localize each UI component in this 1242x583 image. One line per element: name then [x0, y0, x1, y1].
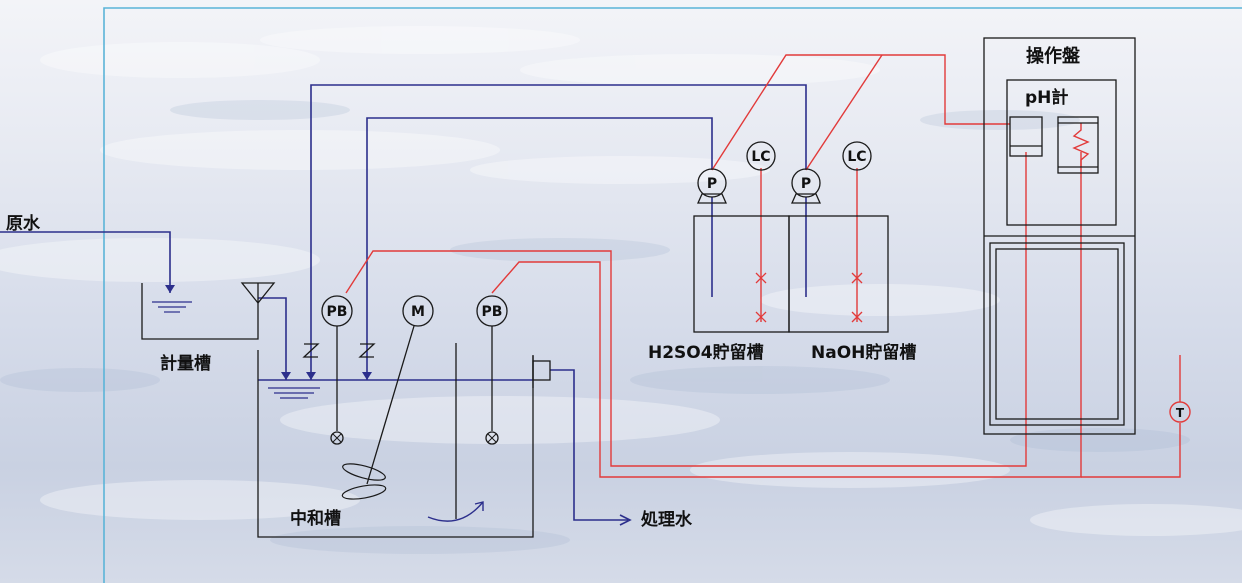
control-panel-upper: [1006, 79, 1117, 226]
agitator-shaft: [366, 325, 415, 485]
naoh-storage-tank: [788, 215, 889, 333]
ph-electrode-icon: [485, 431, 499, 445]
control-panel-label: 操作盤: [1026, 46, 1080, 67]
h2so4-storage-tank: [693, 215, 790, 333]
level-controller-2-icon: [842, 141, 872, 171]
recorder-unit: [1057, 116, 1099, 174]
temperature-sensor-icon: [1169, 401, 1191, 423]
ph-probe-2-symbol: PB: [482, 304, 503, 320]
h2so4-dosing-line: [366, 117, 713, 380]
rotation-arrowhead: [474, 501, 484, 511]
ph-meter-unit: [1009, 116, 1043, 157]
control-panel-door: [989, 242, 1125, 426]
ph-electrode-cross: [332, 433, 342, 443]
level-control-2-symbol: LC: [847, 149, 866, 165]
pump-icon: [696, 168, 728, 204]
check-valve-icon: [302, 343, 320, 358]
ph-probe-1-signal: [345, 152, 1027, 467]
check-valve-icon: [358, 343, 376, 358]
ph-meter-label: pH計: [1025, 88, 1069, 108]
metering-weir-icon: [240, 282, 276, 305]
ph-electrode-icon: [330, 431, 344, 445]
dosing-arrowhead-1: [306, 372, 316, 380]
temperature-sensor-symbol: T: [1176, 406, 1185, 420]
metering-tank-label: 計量槽: [160, 354, 211, 374]
agitator-icon: [341, 463, 387, 500]
level-controller-1-icon: [746, 141, 776, 171]
pump-icon: [790, 168, 822, 204]
h2so4-tank-label: H2SO4貯留槽: [648, 343, 764, 363]
raw-water-line: [0, 231, 171, 293]
treated-water-label: 処理水: [641, 510, 692, 530]
equipment: [141, 37, 1136, 538]
ph-probe-1-symbol: PB: [327, 304, 348, 320]
pump2-signal: [805, 54, 883, 171]
treated-water-arrow-icon: [619, 514, 632, 526]
motor-icon: [402, 295, 434, 327]
signal-lines: [345, 54, 1191, 478]
inlet-arrowhead: [165, 285, 175, 293]
ph-electrode-cross: [487, 433, 497, 443]
temp-sensor-signal: [1081, 423, 1181, 478]
water-lines: [0, 84, 807, 526]
pump-1-symbol: P: [707, 176, 717, 192]
outlet-line: [550, 369, 628, 521]
raw-water-label: 原水: [6, 214, 40, 234]
neutralization-tank: [257, 350, 534, 538]
ph-probe-2-signal: [491, 152, 1082, 478]
outlet-weir: [532, 360, 551, 381]
heater-icon: [1072, 123, 1090, 167]
naoh-tank-label: NaOH貯留槽: [811, 343, 917, 363]
overflow-arrowhead: [281, 372, 291, 380]
metering-tank: [141, 283, 259, 340]
pump-2-symbol: P: [801, 176, 811, 192]
rotation-arrow-icon: [427, 501, 484, 522]
motor-symbol: M: [411, 304, 425, 320]
level-control-1-symbol: LC: [751, 149, 770, 165]
control-panel-door-inner: [995, 248, 1119, 420]
dosing-arrowhead-2: [362, 372, 372, 380]
neutralization-tank-label: 中和槽: [290, 509, 341, 529]
water-level-icon: [268, 387, 320, 399]
overflow-line: [258, 297, 287, 380]
pump1-signal: [711, 54, 1010, 171]
level-switch-icon: [755, 272, 863, 323]
frame-border: [103, 7, 1242, 583]
naoh-dosing-line: [310, 84, 807, 380]
water-level-icon: [152, 301, 192, 313]
